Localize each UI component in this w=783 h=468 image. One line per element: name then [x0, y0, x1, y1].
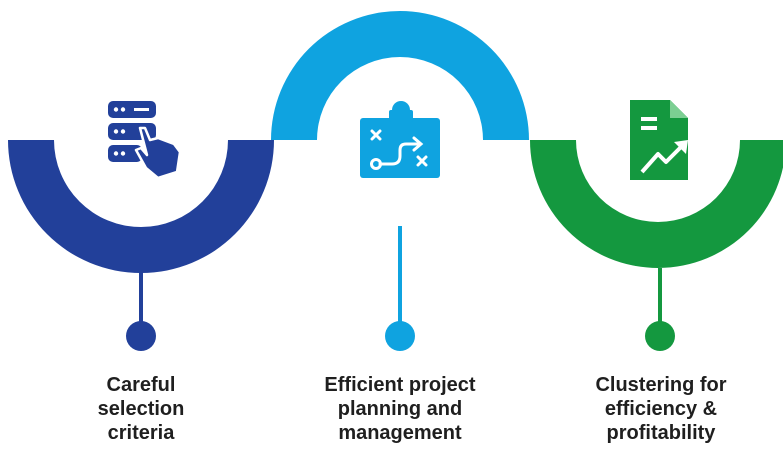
connector-3 — [658, 268, 662, 324]
step-1-label: Careful selection criteria — [31, 373, 251, 445]
server-hand-icon — [108, 101, 182, 180]
connector-1 — [139, 270, 143, 324]
step-2-label-line-3: management — [338, 422, 462, 444]
arc-1 — [8, 140, 274, 273]
dot-1 — [126, 321, 156, 351]
dot-2 — [385, 321, 415, 351]
step-3-label-line-3: profitability — [606, 422, 716, 444]
step-3-label-line-2: efficiency & — [604, 398, 718, 420]
step-1-label-line-1: Careful — [106, 374, 176, 396]
arc-2 — [271, 11, 529, 140]
step-1-label-line-2: selection — [97, 398, 185, 420]
arc-3 — [530, 140, 783, 268]
step-3-label: Clustering for efficiency & profitabilit… — [551, 373, 771, 445]
step-3-label-line-1: Clustering for — [595, 374, 727, 396]
step-2-label: Efficient project planning and managemen… — [290, 373, 510, 445]
step-1-label-line-3: criteria — [107, 422, 175, 444]
connector-2 — [398, 226, 402, 324]
strategy-board-icon — [360, 101, 440, 178]
dot-3 — [645, 321, 675, 351]
step-2-label-line-2: planning and — [337, 398, 463, 420]
growth-document-icon — [630, 100, 688, 180]
step-2-label-line-1: Efficient project — [324, 374, 476, 396]
